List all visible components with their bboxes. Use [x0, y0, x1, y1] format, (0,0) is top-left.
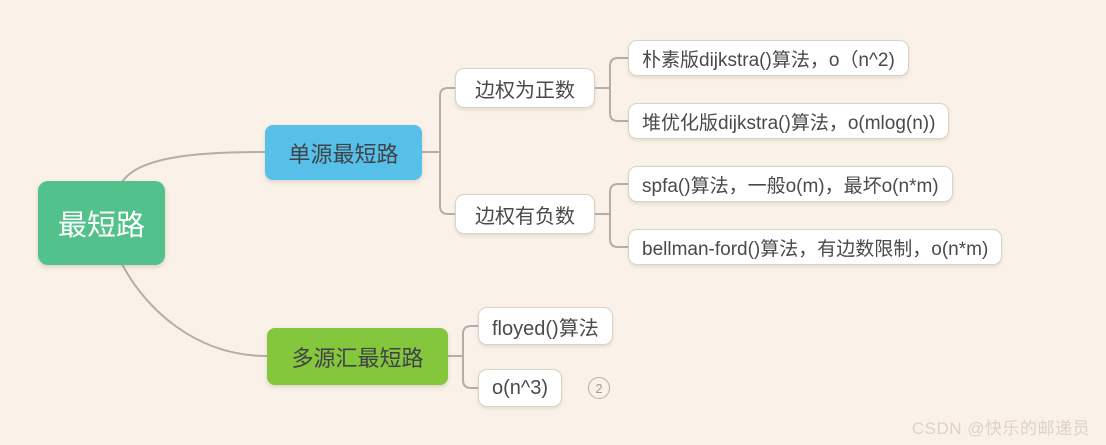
numbered-marker-badge[interactable]: 2	[588, 377, 610, 399]
leaf-node-heap-dijkstra[interactable]: 堆优化版dijkstra()算法，o(mlog(n))	[628, 103, 950, 139]
sub-node-negative-weights[interactable]: 边权有负数	[455, 194, 595, 234]
leaf-node-naive-dijkstra[interactable]: 朴素版dijkstra()算法，o（n^2)	[628, 40, 909, 76]
branch-node-single-source[interactable]: 单源最短路	[265, 125, 422, 180]
sub-node-positive-weights[interactable]: 边权为正数	[455, 68, 595, 108]
leaf-node-bellman-ford[interactable]: bellman-ford()算法，有边数限制，o(n*m)	[628, 229, 1003, 265]
branch-node-multi-source[interactable]: 多源汇最短路	[267, 328, 448, 385]
leaf-node-floyd-complexity[interactable]: o(n^3)	[478, 369, 563, 407]
root-node-shortest-path[interactable]: 最短路	[38, 181, 165, 265]
csdn-watermark: CSDN @快乐的邮递员	[911, 419, 1090, 438]
leaf-node-spfa[interactable]: spfa()算法，一般o(m)，最坏o(n*m)	[628, 166, 953, 202]
leaf-node-floyd[interactable]: floyed()算法	[478, 307, 613, 345]
